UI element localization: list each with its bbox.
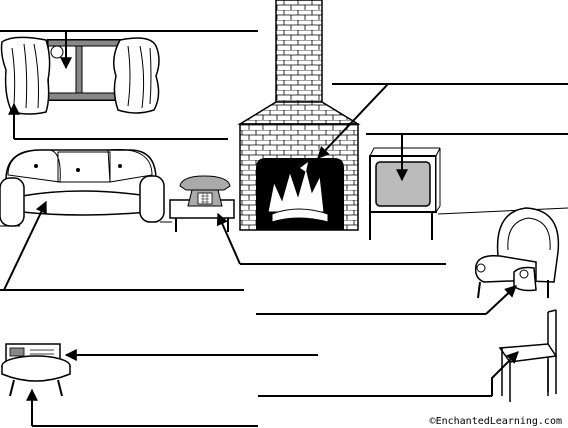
armchair <box>474 207 560 299</box>
curtains <box>0 36 160 115</box>
label-lines <box>0 30 568 427</box>
telephone <box>169 175 235 232</box>
couch <box>0 149 165 227</box>
side-table <box>1 355 71 397</box>
chair <box>498 309 558 402</box>
window <box>47 39 121 101</box>
television <box>369 147 441 240</box>
floor-line <box>437 207 568 215</box>
copyright-credit: ©EnchantedLearning.com <box>429 416 562 427</box>
fireplace <box>237 0 361 231</box>
